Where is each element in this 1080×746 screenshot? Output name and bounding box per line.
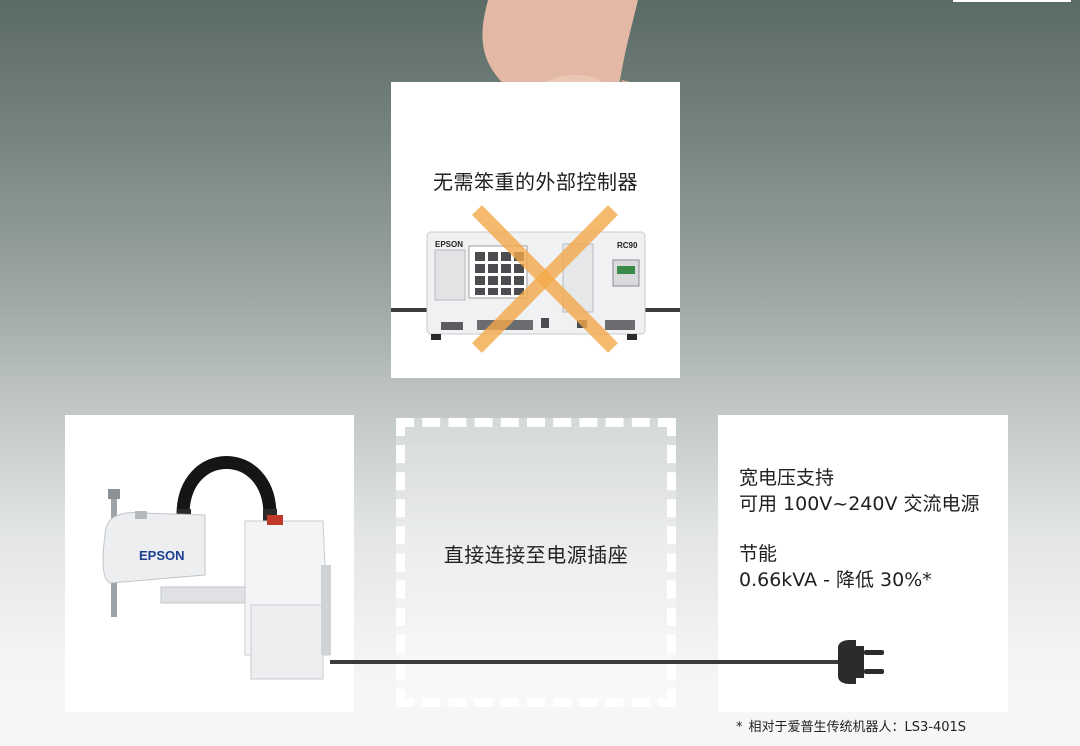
footnote: * 相对于爱普生传统机器人：LS3-401S (736, 716, 966, 735)
footnote-text: 相对于爱普生传统机器人：LS3-401S (748, 720, 967, 735)
footnote-star: * (736, 720, 743, 735)
info-panel: 宽电压支持 可用 100V~240V 交流电源 节能 0.66kVA - 降低 … (718, 415, 1008, 712)
top-edge-strip (953, 0, 1071, 2)
scara-robot-image: EPSON (102, 456, 331, 680)
socket-panel-label: 直接连接至电源插座 (443, 543, 629, 567)
controller-image: EPSON RC90 (391, 205, 680, 353)
controller-model: RC90 (617, 241, 638, 250)
controller-panel: 无需笨重的外部控制器 EPSON RC90 (391, 82, 680, 378)
voltage-title: 宽电压支持 (739, 467, 835, 489)
robot-panel: EPSON (65, 415, 354, 712)
energy-title: 节能 (739, 543, 778, 565)
voltage-description: 可用 100V~240V 交流电源 (739, 493, 980, 515)
energy-description: 0.66kVA - 降低 30%* (739, 569, 932, 591)
robot-brand: EPSON (139, 548, 185, 563)
controller-brand: EPSON (435, 240, 463, 249)
socket-panel: 直接连接至电源插座 (396, 418, 676, 707)
controller-panel-title: 无需笨重的外部控制器 (433, 170, 638, 194)
cross-mark (472, 205, 618, 353)
